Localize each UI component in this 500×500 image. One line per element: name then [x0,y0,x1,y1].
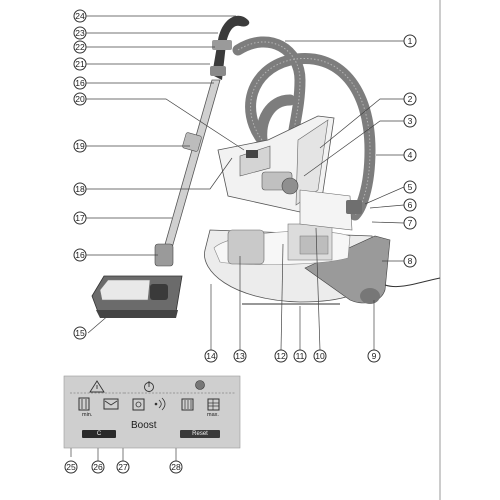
svg-text:9: 9 [372,351,377,361]
svg-text:7: 7 [408,218,413,228]
callout-14: 14 [204,349,218,363]
svg-text:10: 10 [315,351,325,361]
callout-24: 24 [73,9,87,23]
svg-text:5: 5 [408,182,413,192]
callout-16-upper: 16 [73,76,87,90]
c-button-label: C [97,431,102,437]
callout-20: 20 [73,92,87,106]
control-panel: min. max. Boost C Reset [63,375,241,449]
callout-3: 3 [403,114,417,128]
reset-button-label: Reset [192,431,208,437]
floor-icon [132,398,145,411]
svg-text:3: 3 [408,116,413,126]
telescopic-tube [163,79,221,249]
svg-text:16: 16 [75,250,85,260]
bag-icon [103,398,119,410]
callout-10: 10 [313,349,327,363]
svg-text:4: 4 [408,150,413,160]
svg-text:24: 24 [75,11,85,21]
callout-5: 5 [403,180,417,194]
warning-triangle-icon [89,380,105,393]
suction-min-icon [181,398,194,411]
svg-text:12: 12 [276,351,286,361]
svg-text:2: 2 [408,94,413,104]
callout-4: 4 [403,148,417,162]
suction-max-icon [207,398,220,411]
svg-text:17: 17 [75,213,85,223]
svg-text:18: 18 [75,184,85,194]
service-light-icon [195,380,205,390]
svg-text:11: 11 [296,351,305,361]
svg-text:25: 25 [66,462,76,472]
lid [217,115,362,231]
callout-16-lower: 16 [73,248,87,262]
svg-text:28: 28 [171,462,181,472]
callout-18: 18 [73,182,87,196]
c-button [82,430,116,438]
svg-text:22: 22 [75,42,85,52]
callout-9: 9 [367,349,381,363]
svg-text:26: 26 [93,462,103,472]
svg-text:6: 6 [408,200,413,210]
callout-11: 11 [293,349,307,363]
svg-text:8: 8 [408,256,413,266]
callout-15: 15 [73,326,87,340]
max-label: max. [207,412,219,418]
reset-button [180,430,220,438]
svg-text:20: 20 [75,94,85,104]
callout-7: 7 [403,216,417,230]
callout-8: 8 [403,254,417,268]
callout-6: 6 [403,198,417,212]
boost-label: Boost [131,420,157,431]
power-icon [144,381,154,392]
svg-text:15: 15 [75,328,85,338]
svg-text:21: 21 [75,59,85,69]
callout-27: 27 [116,460,130,474]
vacuum-body [204,223,391,305]
svg-text:13: 13 [235,351,245,361]
svg-text:16: 16 [75,78,85,88]
filter-icon [78,397,90,411]
floorhead [91,243,183,318]
callout-1: 1 [403,34,417,48]
svg-text:1: 1 [408,36,413,46]
svg-text:19: 19 [75,141,85,151]
callout-12: 12 [274,349,288,363]
callout-21: 21 [73,57,87,71]
callout-17: 17 [73,211,87,225]
svg-text:23: 23 [75,28,85,38]
svg-text:27: 27 [118,462,128,472]
svg-text:14: 14 [206,351,216,361]
callout-2: 2 [403,92,417,106]
callout-13: 13 [233,349,247,363]
min-label: min. [82,412,93,418]
callout-26: 26 [91,460,105,474]
callout-25: 25 [64,460,78,474]
callout-19: 19 [73,139,87,153]
callout-22: 22 [73,40,87,54]
hose-handle [210,15,250,81]
power-cord [384,277,441,288]
callout-28: 28 [169,460,183,474]
sound-icon [154,397,166,411]
callout-23: 23 [73,26,87,40]
